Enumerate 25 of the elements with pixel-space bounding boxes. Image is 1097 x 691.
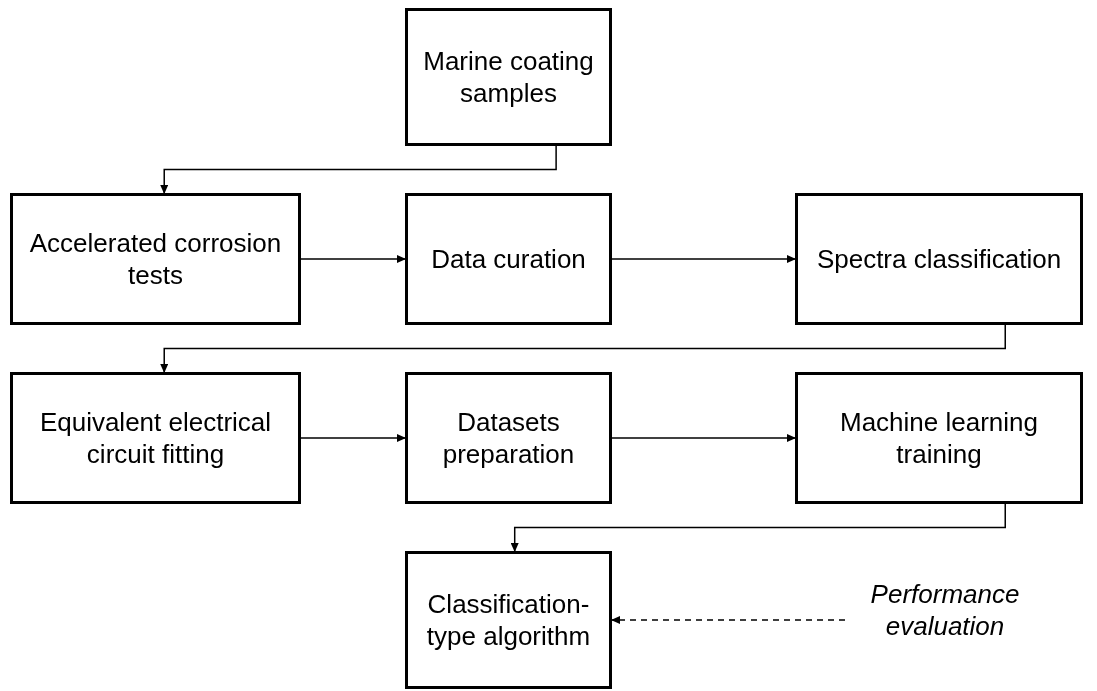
process-box [405,8,612,146]
process-box [405,372,612,504]
process-box [405,193,612,325]
box-label: Data curation [431,243,586,275]
arrow [510,503,1006,552]
box-label: Spectra classification [816,243,1062,275]
annotation-text: Performance evaluation [869,578,1021,642]
process-box [10,372,301,504]
arrow [611,255,796,263]
process-box [405,551,612,689]
box-label: Marine coating samples [422,45,595,109]
arrow [160,145,557,194]
process-box [795,372,1083,504]
arrow [160,324,1006,373]
box-label: Equivalent electrical circuit fitting [38,406,273,470]
box-label: Datasets preparation [441,406,576,470]
box-label: Accelerated corrosion tests [28,227,283,291]
arrow [300,255,406,263]
arrow [300,434,406,442]
box-label: Classification-type algorithm [425,588,592,652]
process-box [795,193,1083,325]
dashed-arrow [611,616,846,624]
process-box [10,193,301,325]
arrow [611,434,796,442]
box-label: Machine learning training [839,406,1039,470]
